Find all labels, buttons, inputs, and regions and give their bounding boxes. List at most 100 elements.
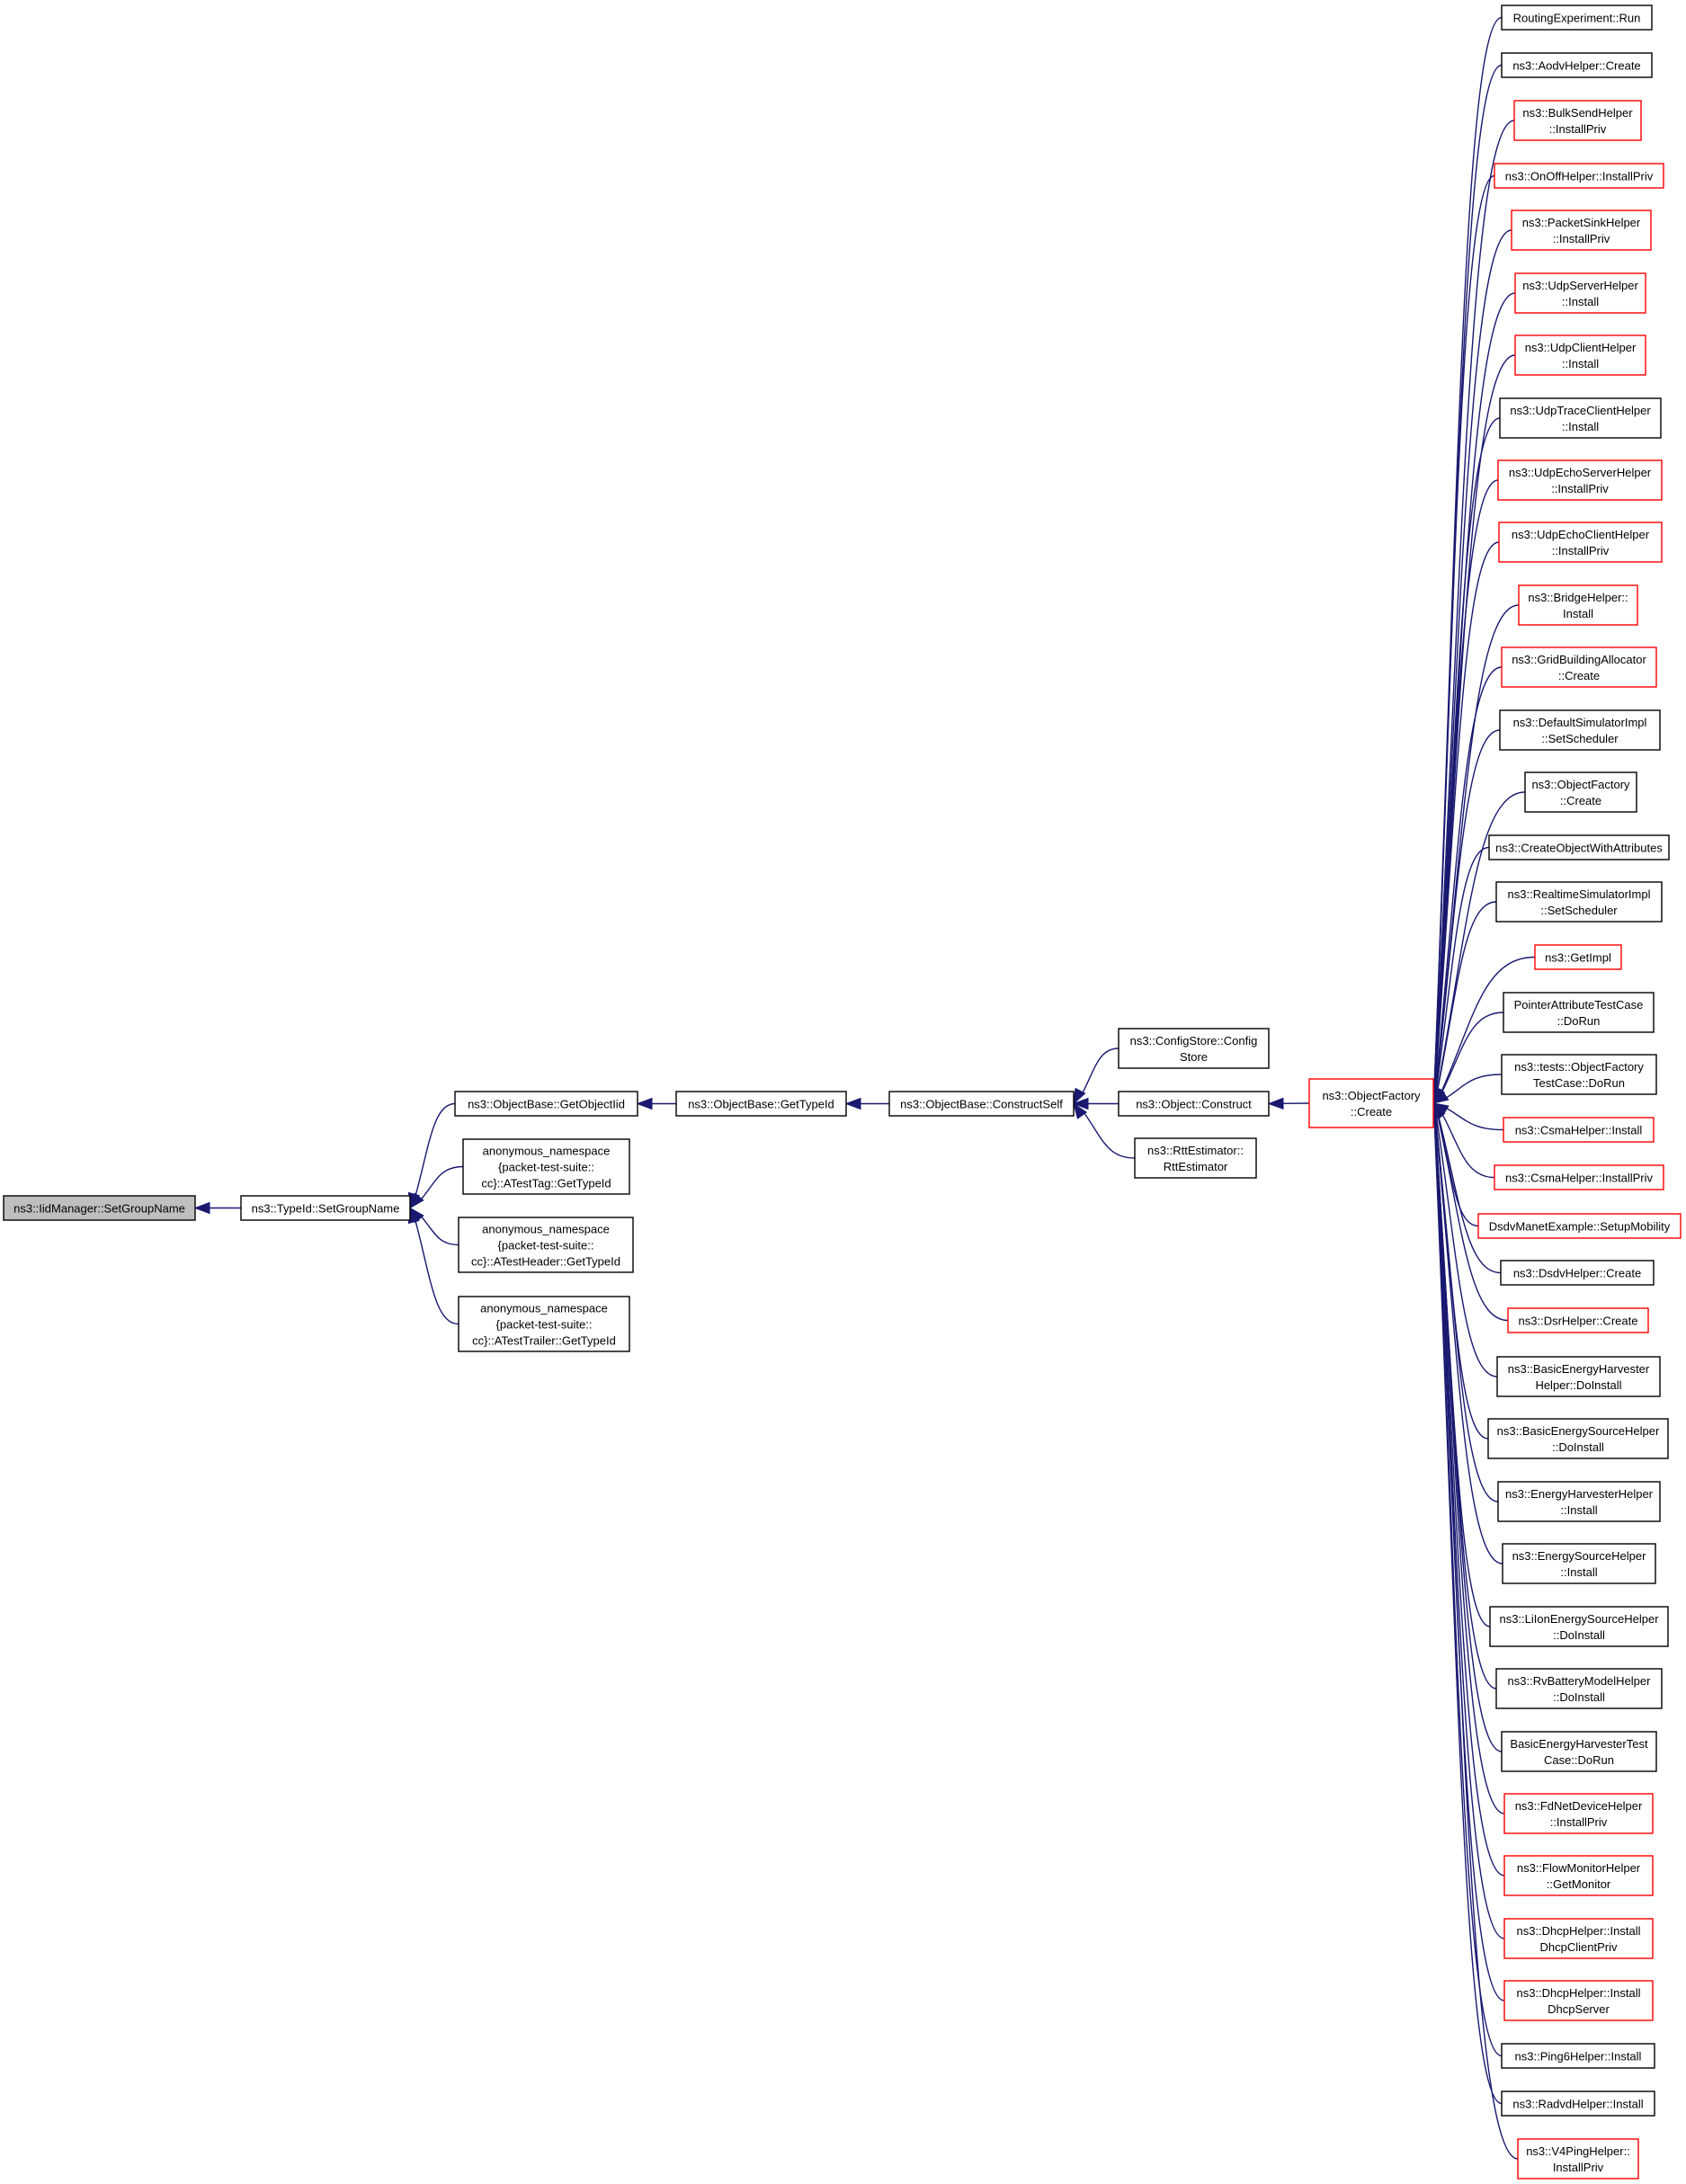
node-label-line: ::GetMonitor bbox=[1547, 1877, 1611, 1891]
node-atesttag[interactable]: anonymous_namespace{packet-test-suite::c… bbox=[462, 1138, 630, 1195]
node-object_construct[interactable]: ns3::Object::Construct bbox=[1118, 1091, 1270, 1117]
node-label-line: {packet-test-suite:: bbox=[496, 1318, 593, 1332]
node-box bbox=[1501, 1054, 1657, 1095]
node-label-line: ::Install bbox=[1562, 295, 1599, 308]
node-c38[interactable]: ns3::V4PingHelper::InstallPriv bbox=[1517, 2138, 1639, 2180]
node-c3[interactable]: ns3::BulkSendHelper::InstallPriv bbox=[1513, 100, 1642, 141]
node-typeid_setgroupname[interactable]: ns3::TypeId::SetGroupName bbox=[240, 1195, 411, 1221]
node-c37[interactable]: ns3::RadvdHelper::Install bbox=[1501, 2090, 1655, 2117]
node-atestheader[interactable]: anonymous_namespace{packet-test-suite::c… bbox=[458, 1217, 634, 1273]
node-box bbox=[1488, 834, 1670, 860]
arrowhead bbox=[1073, 1102, 1088, 1119]
node-c14[interactable]: ns3::ObjectFactory::Create bbox=[1524, 771, 1637, 813]
node-c30[interactable]: ns3::RvBatteryModelHelper::DoInstall bbox=[1495, 1668, 1663, 1709]
node-c29[interactable]: ns3::LiIonEnergySourceHelper::DoInstall bbox=[1489, 1606, 1669, 1647]
node-label-line: ::Install bbox=[1562, 357, 1599, 370]
node-label-line: ns3::DhcpHelper::Install bbox=[1516, 1986, 1640, 2000]
node-label-line: ::Install bbox=[1560, 1503, 1597, 1517]
node-box bbox=[1308, 1078, 1434, 1128]
node-c7[interactable]: ns3::UdpClientHelper::Install bbox=[1514, 334, 1646, 376]
node-label-line: cc}::ATestHeader::GetTypeId bbox=[471, 1255, 620, 1269]
node-c5[interactable]: ns3::PacketSinkHelper::InstallPriv bbox=[1511, 209, 1652, 251]
node-c9[interactable]: ns3::UdpEchoServerHelper::InstallPriv bbox=[1497, 459, 1663, 501]
node-box bbox=[462, 1138, 630, 1195]
node-constructself[interactable]: ns3::ObjectBase::ConstructSelf bbox=[888, 1091, 1075, 1117]
node-label-line: ns3::CsmaHelper::InstallPriv bbox=[1505, 1172, 1653, 1185]
node-label-line: ns3::DsrHelper::Create bbox=[1519, 1315, 1638, 1328]
node-c32[interactable]: ns3::FdNetDeviceHelper::InstallPriv bbox=[1503, 1793, 1654, 1834]
node-box bbox=[1514, 334, 1646, 376]
node-label-line: ns3::ObjectBase::ConstructSelf bbox=[900, 1098, 1063, 1111]
node-c16[interactable]: ns3::RealtimeSimulatorImpl::SetScheduler bbox=[1495, 881, 1663, 923]
node-c10[interactable]: ns3::UdpEchoClientHelper::InstallPriv bbox=[1498, 521, 1663, 563]
node-box bbox=[1503, 1855, 1654, 1896]
node-box bbox=[1134, 1137, 1257, 1179]
node-c25[interactable]: ns3::BasicEnergyHarvesterHelper::DoInsta… bbox=[1496, 1356, 1661, 1397]
node-c23[interactable]: ns3::DsdvHelper::Create bbox=[1500, 1260, 1655, 1286]
arrowhead bbox=[1267, 1097, 1284, 1110]
edge bbox=[1073, 1102, 1136, 1159]
node-c11[interactable]: ns3::BridgeHelper::Install bbox=[1518, 584, 1638, 626]
node-c22[interactable]: DsdvManetExample::SetupMobility bbox=[1477, 1213, 1682, 1239]
node-label-line: ns3::GridBuildingAllocator bbox=[1512, 653, 1646, 666]
node-c4[interactable]: ns3::OnOffHelper::InstallPriv bbox=[1494, 163, 1664, 189]
node-c17[interactable]: ns3::GetImpl bbox=[1534, 944, 1622, 970]
node-c20[interactable]: ns3::CsmaHelper::Install bbox=[1503, 1117, 1655, 1143]
edge bbox=[844, 1097, 889, 1110]
node-c1[interactable]: RoutingExperiment::Run bbox=[1501, 4, 1653, 31]
node-box bbox=[1477, 1213, 1682, 1239]
node-root[interactable]: ns3::IidManager::SetGroupName bbox=[3, 1195, 196, 1221]
node-box bbox=[1503, 1980, 1654, 2021]
node-c28[interactable]: ns3::EnergySourceHelper::Install bbox=[1502, 1543, 1656, 1584]
node-label-line: ::Install bbox=[1562, 420, 1599, 433]
node-box bbox=[1494, 1164, 1664, 1190]
node-configstore[interactable]: ns3::ConfigStore::ConfigStore bbox=[1118, 1028, 1270, 1069]
node-c12[interactable]: ns3::GridBuildingAllocator::Create bbox=[1501, 646, 1657, 688]
edge bbox=[1267, 1097, 1310, 1110]
node-label-line: ::DoInstall bbox=[1553, 1628, 1605, 1642]
node-box bbox=[1500, 1260, 1655, 1286]
node-label-line: ns3::RvBatteryModelHelper bbox=[1508, 1674, 1652, 1688]
node-label-line: BasicEnergyHarvesterTest bbox=[1510, 1737, 1648, 1751]
node-rttestimator[interactable]: ns3::RttEstimator::RttEstimator bbox=[1134, 1137, 1257, 1179]
node-box bbox=[1494, 163, 1664, 189]
node-c2[interactable]: ns3::AodvHelper::Create bbox=[1501, 52, 1653, 78]
node-box bbox=[1495, 1668, 1663, 1709]
node-objectfactory_create[interactable]: ns3::ObjectFactory::Create bbox=[1308, 1078, 1434, 1128]
node-label-line: ns3::CsmaHelper::Install bbox=[1515, 1124, 1643, 1137]
node-c8[interactable]: ns3::UdpTraceClientHelper::Install bbox=[1499, 397, 1662, 439]
node-label-line: anonymous_namespace bbox=[482, 1223, 610, 1236]
node-c26[interactable]: ns3::BasicEnergySourceHelper::DoInstall bbox=[1487, 1418, 1669, 1459]
node-box bbox=[1501, 646, 1657, 688]
edge bbox=[1073, 1047, 1120, 1105]
node-c18[interactable]: PointerAttributeTestCase::DoRun bbox=[1503, 992, 1655, 1033]
node-c24[interactable]: ns3::DsrHelper::Create bbox=[1507, 1307, 1649, 1333]
node-box bbox=[1487, 1418, 1669, 1459]
node-getobjectiid[interactable]: ns3::ObjectBase::GetObjectIid bbox=[454, 1091, 638, 1117]
node-c27[interactable]: ns3::EnergyHarvesterHelper::Install bbox=[1497, 1481, 1661, 1522]
node-label-line: DhcpClientPriv bbox=[1540, 1940, 1618, 1954]
node-box bbox=[888, 1091, 1075, 1117]
node-label-line: ::InstallPriv bbox=[1552, 544, 1610, 557]
node-label-line: TestCase::DoRun bbox=[1533, 1076, 1625, 1090]
node-c13[interactable]: ns3::DefaultSimulatorImpl::SetScheduler bbox=[1499, 709, 1661, 751]
node-c21[interactable]: ns3::CsmaHelper::InstallPriv bbox=[1494, 1164, 1664, 1190]
node-objectbase_gettypeid[interactable]: ns3::ObjectBase::GetTypeId bbox=[675, 1091, 847, 1117]
node-box bbox=[1502, 1543, 1656, 1584]
node-label-line: ::Install bbox=[1560, 1565, 1597, 1579]
node-box bbox=[1501, 52, 1653, 78]
node-atesttrailer[interactable]: anonymous_namespace{packet-test-suite::c… bbox=[458, 1296, 630, 1352]
node-c15[interactable]: ns3::CreateObjectWithAttributes bbox=[1488, 834, 1670, 860]
node-c6[interactable]: ns3::UdpServerHelper::Install bbox=[1514, 272, 1646, 314]
node-label-line: ns3::RadvdHelper::Install bbox=[1512, 2098, 1643, 2111]
node-c33[interactable]: ns3::FlowMonitorHelper::GetMonitor bbox=[1503, 1855, 1654, 1896]
node-c36[interactable]: ns3::Ping6Helper::Install bbox=[1501, 2043, 1655, 2069]
node-box bbox=[1503, 1117, 1655, 1143]
node-label-line: ns3::AodvHelper::Create bbox=[1512, 59, 1640, 73]
node-box bbox=[1118, 1091, 1270, 1117]
node-box bbox=[1501, 1731, 1657, 1772]
